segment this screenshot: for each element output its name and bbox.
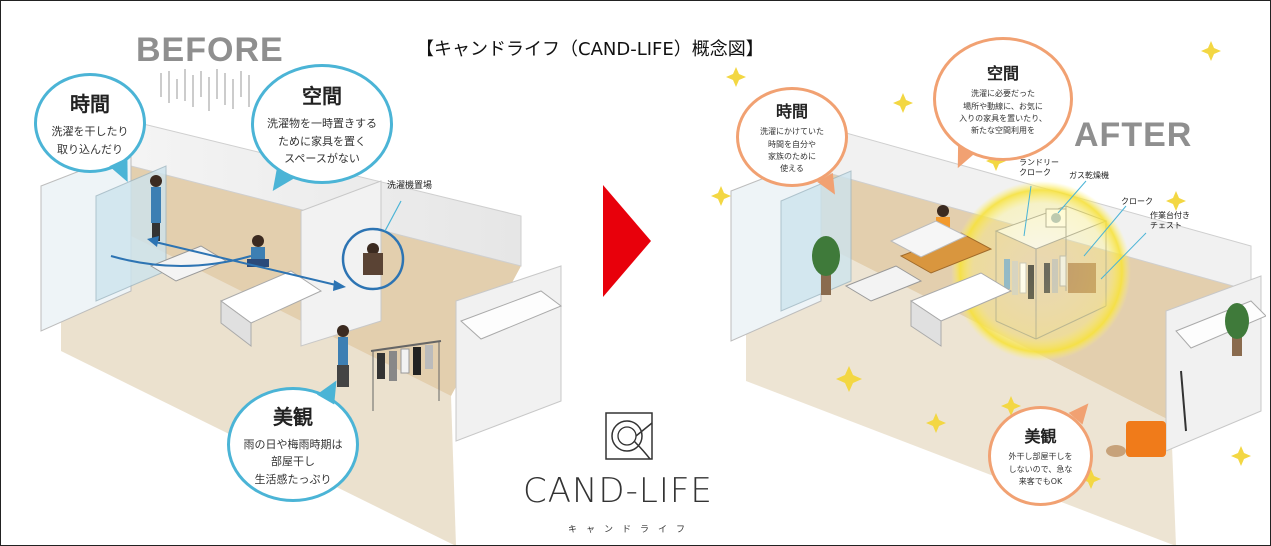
bubble-text: 洗濯にかけていた 時間を自分や 家族のために 使える [760, 127, 824, 174]
cand-life-logo-icon [605, 412, 653, 460]
after-bubble-time: 時間 洗濯にかけていた 時間を自分や 家族のために 使える [736, 87, 848, 187]
bubble-text: 洗濯に必要だった 場所や動線に、お気に 入りの家具を置いたり、 新たな空間利用を [959, 89, 1047, 136]
rain-lines [160, 69, 250, 111]
after-bubble-space: 空間 洗濯に必要だった 場所や動線に、お気に 入りの家具を置いたり、 新たな空間… [933, 37, 1073, 161]
after-label: AFTER [1074, 116, 1193, 154]
before-label: BEFORE [136, 31, 284, 69]
bubble-heading: 美観 [1024, 427, 1057, 447]
sparkles [711, 41, 1251, 489]
bubble-text: 洗濯を干したり 取り込んだり [51, 124, 129, 156]
before-room-illustration [40, 69, 563, 545]
bubble-heading: 美観 [273, 404, 313, 429]
after-bubble-appearance: 美観 外干し部屋干しを しないので、急な 来客でもOK [988, 406, 1093, 506]
before-bubble-space: 空間 洗濯物を一時置きする ために家具を置く スペースがない [251, 64, 393, 184]
after-room-illustration [711, 41, 1266, 545]
label-work-chest: 作業台付き チェスト [1150, 211, 1190, 231]
label-gas-dryer: ガス乾燥機 [1069, 171, 1109, 180]
logo-wordmark: CAND-LIFE [523, 471, 713, 511]
glow-highlight [951, 181, 1131, 361]
before-bubble-time: 時間 洗濯を干したり 取り込んだり [34, 73, 146, 173]
before-bubble-appearance: 美観 雨の日や梅雨時期は 部屋干し 生活感たっぷり [227, 387, 359, 502]
bubble-heading: 時間 [70, 91, 110, 116]
logo-kana: キャンドライフ [568, 525, 695, 535]
person-figures [150, 175, 383, 387]
label-laundry-cloak: ランドリー クローク [1019, 158, 1059, 178]
clothes-rack [370, 340, 442, 411]
orange-chair [1126, 421, 1166, 457]
bubble-text: 雨の日や梅雨時期は 部屋干し 生活感たっぷり [243, 437, 343, 486]
label-cloak: クローク [1121, 197, 1153, 206]
label-washer-area: 洗濯機置場 [387, 181, 433, 191]
bubble-text: 外干し部屋干しを しないので、急な 来客でもOK [1008, 452, 1073, 487]
diagram-title: 【キャンドライフ（CAND-LIFE）概念図】 [416, 39, 764, 60]
callout-lines [1023, 180, 1147, 280]
before-to-after-arrow [603, 185, 651, 297]
bubble-heading: 空間 [986, 64, 1019, 84]
bubble-heading: 空間 [302, 84, 342, 109]
bubble-heading: 時間 [775, 102, 808, 122]
bubble-text: 洗濯物を一時置きする ために家具を置く スペースがない [267, 117, 377, 166]
